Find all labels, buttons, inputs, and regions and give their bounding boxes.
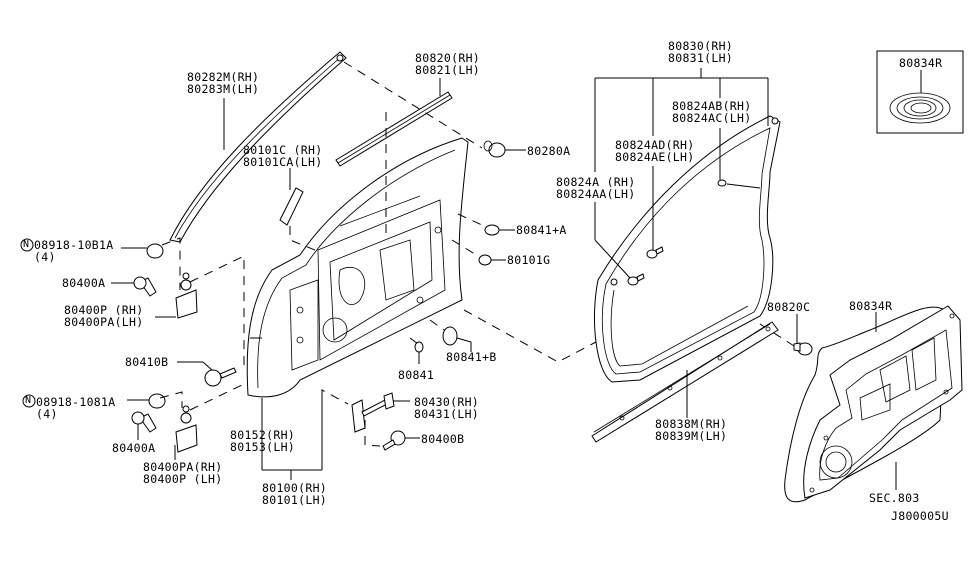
label-80830[interactable]: 80830(RH)80831(LH) [668, 40, 733, 64]
label-80282m[interactable]: 80282M(RH)80283M(LH) [187, 71, 259, 95]
label-80830-rh: 80830(RH) [668, 39, 734, 53]
label-80280a[interactable]: 80280A [527, 144, 571, 158]
label-08918-10b1a-part: 08918-10B1A [34, 238, 114, 252]
label-80430[interactable]: 80430(RH)80431(LH) [414, 396, 479, 420]
label-80430-rh: 80430(RH) [414, 395, 480, 409]
label-80283m-lh: 80283M(LH) [187, 82, 260, 96]
label-80838m-rh: 80838M(RH) [655, 417, 728, 431]
plug-80841-b[interactable] [442, 326, 458, 346]
label-80400b[interactable]: 80400B [421, 432, 465, 446]
label-80152[interactable]: 80152(RH)80153(LH) [230, 429, 295, 453]
label-80400a-upper[interactable]: 80400A [62, 276, 106, 290]
label-80400pa-lh: 80400PA(LH) [64, 315, 144, 329]
door-seal-piece[interactable] [279, 187, 304, 226]
label-80824aa-lh: 80824AA(LH) [556, 187, 636, 201]
label-80152-rh: 80152(RH) [230, 428, 296, 442]
label-80400pa-rh: 80400PA(RH) [143, 460, 223, 474]
label-80824ad-rh: 80824AD(RH) [615, 138, 695, 152]
label-80820-rh: 80820(RH) [415, 51, 481, 65]
label-08918-10b1a-qty: (4) [34, 250, 56, 264]
label-08918-1081a-part: 08918-1081A [36, 395, 116, 409]
clip-80824a[interactable] [627, 273, 645, 286]
label-08918-10b1a[interactable]: 08918-10B1A(4) [34, 239, 113, 263]
label-80153-lh: 80153(LH) [230, 440, 296, 454]
label-80838m[interactable]: 80838M(RH)80839M(LH) [655, 418, 727, 442]
label-80841-b[interactable]: 80841+B [446, 350, 497, 364]
clip-80820c[interactable] [793, 342, 813, 356]
label-80824a[interactable]: 80824A (RH)80824AA(LH) [556, 176, 635, 200]
plug-80841-a[interactable] [484, 224, 500, 236]
label-80400p-lh: 80400P (LH) [143, 472, 223, 486]
n-symbol-lower-letter: N [25, 395, 32, 406]
label-80824ac-lh: 80824AC(LH) [672, 111, 752, 125]
n-symbol-lower [22, 394, 36, 408]
label-80100[interactable]: 80100(RH)80101(LH) [262, 482, 327, 506]
plug-80841[interactable] [414, 341, 424, 353]
label-80824ad[interactable]: 80824AD(RH)80824AE(LH) [615, 139, 694, 163]
lower-hinge[interactable] [131, 393, 198, 453]
grommet-80101g[interactable] [478, 254, 492, 266]
kicking-plate[interactable] [591, 321, 779, 443]
label-80400p-rh: 80400P (RH) [64, 303, 144, 317]
label-80834r-inset[interactable]: 80834R [899, 56, 943, 70]
label-80824ab[interactable]: 80824AB(RH)80824AC(LH) [672, 100, 751, 124]
n-symbol-upper-letter: N [23, 239, 30, 250]
label-80400p-upper[interactable]: 80400P (RH)80400PA(LH) [64, 304, 143, 328]
front-door-shell[interactable] [246, 137, 469, 398]
label-80410b[interactable]: 80410B [125, 355, 169, 369]
label-80824ae-lh: 80824AE(LH) [615, 150, 695, 164]
label-08918-1081a[interactable]: 08918-1081A(4) [36, 396, 115, 420]
label-80100-rh: 80100(RH) [262, 481, 328, 495]
label-80820[interactable]: 80820(RH)80821(LH) [415, 52, 480, 76]
belt-moulding[interactable] [335, 91, 453, 167]
label-80101-lh: 80101(LH) [262, 493, 328, 507]
diagram-code: J800005U [891, 509, 949, 523]
label-80841-a[interactable]: 80841+A [516, 223, 567, 237]
sealing-screen-roll[interactable] [889, 92, 951, 124]
label-80101c[interactable]: 80101C (RH)80101CA(LH) [243, 144, 322, 168]
label-80841[interactable]: 80841 [398, 368, 435, 382]
door-weatherstrip[interactable] [593, 115, 781, 383]
label-80282m-rh: 80282M(RH) [187, 70, 260, 84]
window-sash-moulding[interactable] [169, 51, 347, 243]
label-80834r[interactable]: 80834R [849, 299, 893, 313]
label-80431-lh: 80431(LH) [414, 407, 480, 421]
label-80824a-rh: 80824A (RH) [556, 175, 636, 189]
label-80400pa-lower[interactable]: 80400PA(RH)80400P (LH) [143, 461, 222, 485]
n-symbol-upper [20, 238, 34, 252]
label-80400a-lower[interactable]: 80400A [112, 441, 156, 455]
label-80831-lh: 80831(LH) [668, 51, 734, 65]
label-80820c[interactable]: 80820C [767, 300, 811, 314]
label-80101c-rh: 80101C (RH) [243, 143, 323, 157]
clip-80280a[interactable] [483, 140, 506, 158]
label-80824ab-rh: 80824AB(RH) [672, 99, 752, 113]
clip-80824ad[interactable] [646, 246, 664, 259]
inset-box [876, 50, 964, 134]
bolt-80410b[interactable] [204, 367, 237, 387]
label-80839m-lh: 80839M(LH) [655, 429, 728, 443]
label-80101ca-lh: 80101CA(LH) [243, 155, 323, 169]
label-80821-lh: 80821(LH) [415, 63, 481, 77]
label-08918-1081a-qty: (4) [36, 407, 58, 421]
door-check-link[interactable] [351, 392, 395, 433]
label-80101g[interactable]: 80101G [507, 253, 551, 267]
clip-80824ab[interactable] [717, 179, 727, 187]
label-sec-803[interactable]: SEC.803 [869, 491, 920, 505]
bolt-80400b[interactable] [382, 430, 406, 451]
door-module-panel[interactable] [803, 305, 963, 499]
